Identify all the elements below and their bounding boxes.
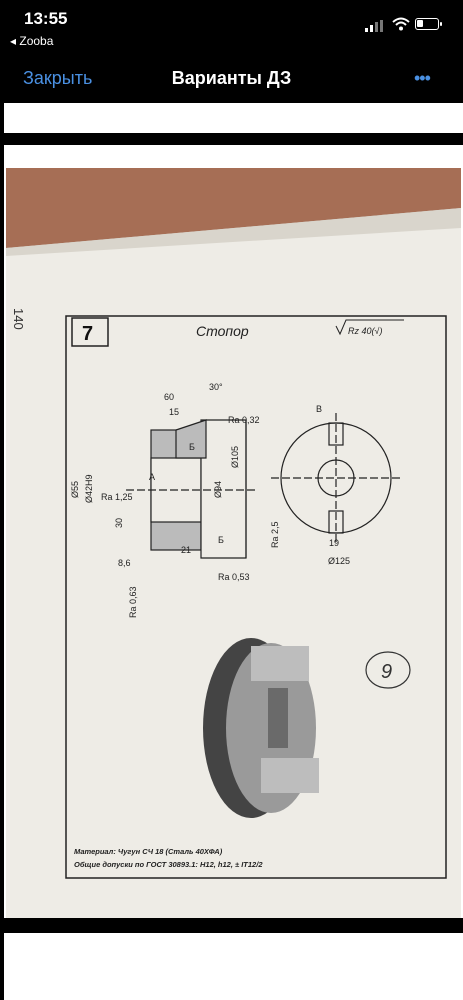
dim-v: В [316,404,322,414]
part-name: Стопор [196,323,249,339]
battery-icon [415,18,442,30]
part-3d-render [203,638,319,818]
wifi-icon [392,17,410,31]
dim-30: 30 [114,518,124,528]
next-page [4,933,463,1000]
dim-ra125: Ra 1,25 [101,492,133,502]
dim-60: 60 [164,392,174,402]
dim-ra25: Ra 2,5 [270,521,280,548]
dim-ra053: Ra 0,53 [218,572,250,582]
status-bar: 13:55 ◂ Zooba [0,0,463,50]
dim-d94: Ø94 [213,481,223,498]
dim-30deg: 30° [209,382,223,392]
front-view [271,413,401,543]
dim-b-bottom: Б [218,535,224,545]
dim-d55: Ø55 [70,481,80,498]
status-time: 13:55 [24,9,68,28]
section-view [126,419,256,559]
dim-d105: Ø105 [230,446,240,468]
cellular-signal-icon [365,20,383,32]
dim-d42h9: Ø42H9 [84,474,94,503]
dim-b-top: Б [189,442,195,452]
page-number: 140 [11,308,26,330]
dim-ra063: Ra 0,63 [128,586,138,618]
dim-86: 8,6 [118,558,131,568]
page-title: Варианты ДЗ [171,68,292,88]
more-options-button[interactable]: ••• [414,68,431,88]
dim-15: 15 [169,407,179,417]
tolerance-note: Общие допуски по ГОСТ 30893.1: H12, h12,… [74,860,263,869]
dim-19: 19 [329,538,339,548]
back-to-app-link[interactable]: ◂ Zooba [10,34,54,48]
task-number: 7 [82,323,93,345]
drawing-photo: 140 7 Стопор Rz 40(√) 60 15 30° Ra [6,168,461,918]
dim-ra032: Ra 0,32 [228,415,260,425]
handwritten-variant: 9 [381,661,392,683]
close-button[interactable]: Закрыть [23,68,93,88]
previous-page [4,103,463,133]
general-roughness: Rz 40(√) [348,326,382,336]
dim-d125: Ø125 [328,556,350,566]
material-note: Материал: Чугун СЧ 18 (Сталь 40ХФА) [74,847,223,856]
dim-21: 21 [181,545,191,555]
dim-a: А [149,472,155,482]
